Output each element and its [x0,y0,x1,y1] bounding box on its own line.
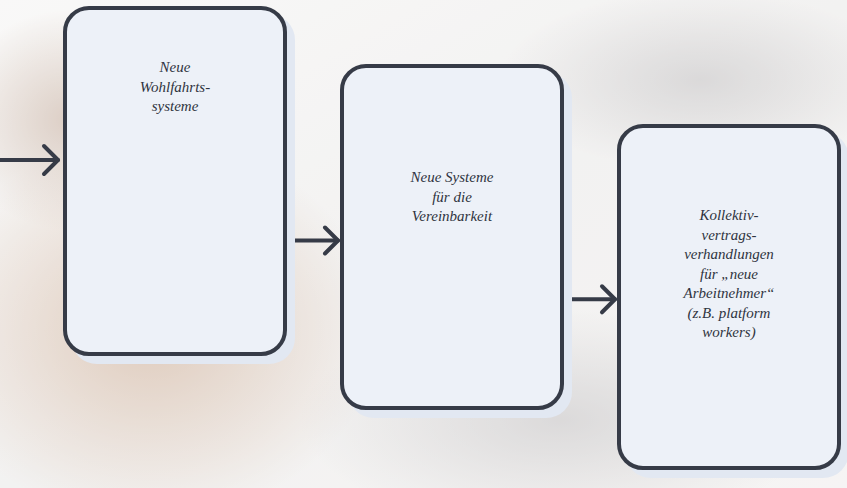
process-box: Neue Wohlfahrts- systeme [63,6,287,356]
box-label: Neue Systeme für die Vereinbarkeit [404,168,500,227]
process-box: Kollektiv- vertrags- verhandlungen für „… [617,124,841,470]
box-label: Neue Wohlfahrts- systeme [125,58,225,117]
flow-arrow [564,286,615,312]
flow-arrow [287,228,338,254]
process-box: Neue Systeme für die Vereinbarkeit [340,64,564,410]
box-label: Kollektiv- vertrags- verhandlungen für „… [676,206,782,343]
entry-arrow [0,146,58,174]
